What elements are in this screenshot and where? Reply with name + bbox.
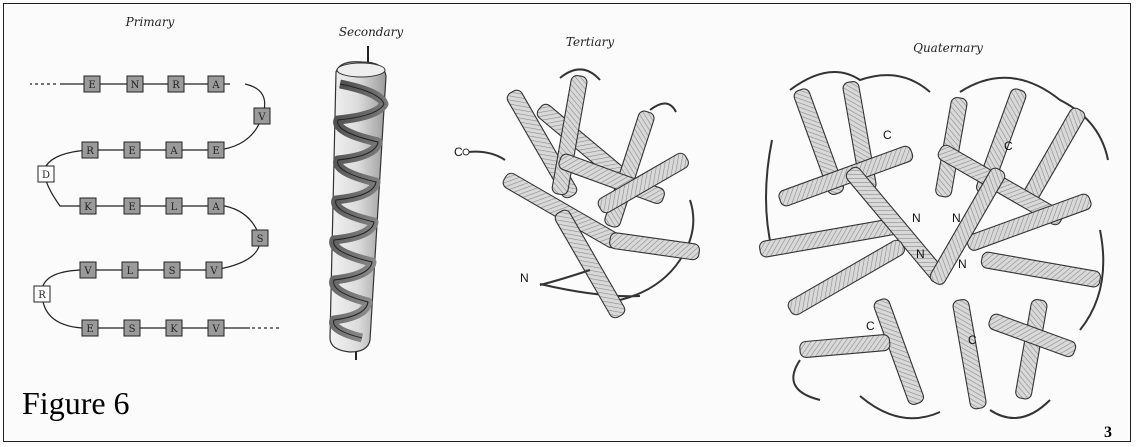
residue: E <box>124 142 140 158</box>
residue: V <box>206 262 222 278</box>
page-number: 3 <box>1104 424 1112 442</box>
quaternary-terminus-label: C <box>866 319 875 333</box>
svg-text:S: S <box>129 324 136 335</box>
svg-text:N: N <box>131 80 140 91</box>
residue: A <box>208 198 224 214</box>
tertiary-n-terminus: N <box>520 271 529 285</box>
svg-text:E: E <box>88 80 95 91</box>
residue: V <box>254 108 270 124</box>
panel-title-secondary: Secondary <box>339 25 404 39</box>
figure-caption: Figure 6 <box>22 385 130 422</box>
residue: R <box>34 286 50 302</box>
secondary-helix <box>330 46 386 360</box>
residue: E <box>124 198 140 214</box>
svg-text:K: K <box>84 202 92 213</box>
residue: K <box>166 320 182 336</box>
panel-title-quaternary: Quaternary <box>913 41 983 55</box>
svg-text:K: K <box>170 324 178 335</box>
panel-title-primary: Primary <box>125 15 175 29</box>
residue: D <box>38 166 54 182</box>
residue: S <box>124 320 140 336</box>
svg-text:A: A <box>169 146 178 157</box>
residue: V <box>208 320 224 336</box>
residue: E <box>84 76 100 92</box>
svg-text:V: V <box>209 266 218 277</box>
residue: A <box>166 142 182 158</box>
panel-title-tertiary: Tertiary <box>566 35 614 49</box>
residue: S <box>164 262 180 278</box>
svg-text:L: L <box>127 266 134 277</box>
residue: E <box>82 320 98 336</box>
quaternary-terminus-label: N <box>952 211 961 225</box>
residue: K <box>80 198 96 214</box>
svg-text:S: S <box>257 234 264 245</box>
residue: L <box>166 198 182 214</box>
quaternary-terminus-label: C <box>968 333 977 347</box>
residue: L <box>122 262 138 278</box>
svg-text:S: S <box>169 266 176 277</box>
residue: N <box>127 76 143 92</box>
svg-text:V: V <box>83 266 92 277</box>
svg-text:A: A <box>211 80 220 91</box>
tertiary-c-terminus: C <box>454 145 463 159</box>
residue: A <box>208 76 224 92</box>
svg-text:A: A <box>211 202 220 213</box>
quaternary-terminus-label: N <box>912 211 921 225</box>
residue: R <box>168 76 184 92</box>
quaternary-assembly: C C N N N N C C <box>759 72 1108 418</box>
svg-text:E: E <box>212 146 219 157</box>
svg-text:V: V <box>211 324 220 335</box>
svg-text:D: D <box>42 170 50 181</box>
quaternary-terminus-label: N <box>916 247 925 261</box>
tertiary-fold: C N <box>454 69 700 319</box>
svg-text:R: R <box>86 146 94 157</box>
quaternary-terminus-label: C <box>1004 139 1013 153</box>
residue: S <box>252 230 268 246</box>
svg-text:R: R <box>38 290 46 301</box>
quaternary-terminus-label: N <box>958 257 967 271</box>
residue: V <box>80 262 96 278</box>
primary-structure: E N R A V R E A E D K E L A S V L S V R … <box>30 76 280 336</box>
svg-text:E: E <box>128 202 135 213</box>
quaternary-terminus-label: C <box>883 128 892 142</box>
svg-text:V: V <box>257 112 266 123</box>
residue: E <box>208 142 224 158</box>
svg-text:E: E <box>128 146 135 157</box>
svg-text:R: R <box>172 80 180 91</box>
svg-text:E: E <box>86 324 93 335</box>
residue: R <box>82 142 98 158</box>
svg-text:L: L <box>171 202 178 213</box>
